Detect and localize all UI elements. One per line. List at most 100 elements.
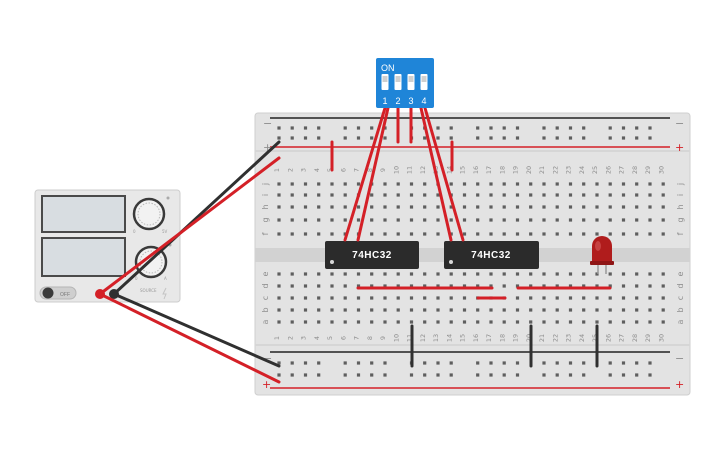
breadboard-hole[interactable] <box>529 308 533 312</box>
breadboard-hole[interactable] <box>595 232 599 236</box>
rail-hole[interactable] <box>383 361 387 365</box>
breadboard-hole[interactable] <box>555 284 559 288</box>
breadboard-hole[interactable] <box>476 205 480 209</box>
breadboard-hole[interactable] <box>330 308 334 312</box>
breadboard-hole[interactable] <box>621 272 626 276</box>
breadboard-hole[interactable] <box>476 232 480 236</box>
breadboard-hole[interactable] <box>330 182 334 186</box>
rail-hole[interactable] <box>515 126 520 130</box>
rail-hole[interactable] <box>555 126 559 130</box>
breadboard-hole[interactable] <box>595 320 599 324</box>
rail-hole[interactable] <box>555 361 559 365</box>
rail-hole[interactable] <box>370 136 374 140</box>
breadboard-hole[interactable] <box>396 232 400 236</box>
breadboard-hole[interactable] <box>555 308 559 312</box>
breadboard-hole[interactable] <box>542 218 546 222</box>
rail-hole[interactable] <box>317 361 321 365</box>
breadboard-hole[interactable] <box>343 232 347 236</box>
rail-hole[interactable] <box>502 126 506 130</box>
rail-hole[interactable] <box>317 373 321 377</box>
breadboard-hole[interactable] <box>370 232 374 236</box>
breadboard-hole[interactable] <box>515 308 520 312</box>
rail-hole[interactable] <box>608 136 612 140</box>
rail-hole[interactable] <box>476 373 480 377</box>
rail-hole[interactable] <box>370 373 374 377</box>
breadboard-hole[interactable] <box>476 182 480 186</box>
breadboard-hole[interactable] <box>515 193 520 197</box>
dip-wire-1[interactable] <box>343 106 387 242</box>
breadboard-hole[interactable] <box>489 272 493 276</box>
rail-hole[interactable] <box>515 373 520 377</box>
breadboard-hole[interactable] <box>370 320 374 324</box>
breadboard-hole[interactable] <box>462 232 467 236</box>
breadboard-hole[interactable] <box>396 308 400 312</box>
breadboard-hole[interactable] <box>277 296 281 300</box>
breadboard-hole[interactable] <box>290 218 294 222</box>
breadboard-hole[interactable] <box>648 272 652 276</box>
breadboard-hole[interactable] <box>568 218 573 222</box>
breadboard-hole[interactable] <box>290 320 294 324</box>
rail-hole[interactable] <box>648 126 652 130</box>
breadboard-hole[interactable] <box>317 284 321 288</box>
breadboard-hole[interactable] <box>449 182 453 186</box>
rail-hole[interactable] <box>290 373 294 377</box>
breadboard-hole[interactable] <box>595 205 599 209</box>
breadboard-hole[interactable] <box>462 205 467 209</box>
rail-hole[interactable] <box>621 373 626 377</box>
breadboard-hole[interactable] <box>515 218 520 222</box>
breadboard-hole[interactable] <box>396 218 400 222</box>
breadboard-hole[interactable] <box>502 320 506 324</box>
breadboard-hole[interactable] <box>568 320 573 324</box>
rail-hole[interactable] <box>383 126 387 130</box>
rail-hole[interactable] <box>356 126 361 130</box>
breadboard-hole[interactable] <box>568 284 573 288</box>
breadboard-hole[interactable] <box>396 296 400 300</box>
breadboard-hole[interactable] <box>608 182 612 186</box>
breadboard-hole[interactable] <box>436 296 440 300</box>
breadboard-hole[interactable] <box>330 272 334 276</box>
rail-hole[interactable] <box>502 136 506 140</box>
rail-hole[interactable] <box>449 136 453 140</box>
rail-hole[interactable] <box>489 361 493 365</box>
rail-hole[interactable] <box>476 136 480 140</box>
breadboard-hole[interactable] <box>436 218 440 222</box>
rail-hole[interactable] <box>555 373 559 377</box>
rail-hole[interactable] <box>568 361 573 365</box>
rail-hole[interactable] <box>303 361 308 365</box>
rail-hole[interactable] <box>423 136 427 140</box>
breadboard-hole[interactable] <box>515 296 520 300</box>
breadboard-hole[interactable] <box>409 308 414 312</box>
breadboard-hole[interactable] <box>396 284 400 288</box>
rail-hole[interactable] <box>542 126 546 130</box>
rail-hole[interactable] <box>436 373 440 377</box>
breadboard-hole[interactable] <box>277 232 281 236</box>
breadboard-hole[interactable] <box>343 308 347 312</box>
breadboard-hole[interactable] <box>370 218 374 222</box>
breadboard-hole[interactable] <box>595 182 599 186</box>
breadboard-hole[interactable] <box>582 284 586 288</box>
breadboard-hole[interactable] <box>409 193 414 197</box>
rail-hole[interactable] <box>555 136 559 140</box>
breadboard-hole[interactable] <box>356 284 361 288</box>
rail-hole[interactable] <box>449 126 453 130</box>
rail-hole[interactable] <box>303 373 308 377</box>
breadboard-hole[interactable] <box>635 296 639 300</box>
breadboard-hole[interactable] <box>436 232 440 236</box>
rail-hole[interactable] <box>317 136 321 140</box>
breadboard-hole[interactable] <box>476 218 480 222</box>
rail-hole[interactable] <box>542 361 546 365</box>
breadboard-hole[interactable] <box>542 272 546 276</box>
breadboard-hole[interactable] <box>303 182 308 186</box>
breadboard-hole[interactable] <box>635 232 639 236</box>
breadboard-hole[interactable] <box>409 272 414 276</box>
rail-hole[interactable] <box>356 361 361 365</box>
breadboard-hole[interactable] <box>462 284 467 288</box>
breadboard-hole[interactable] <box>595 284 599 288</box>
breadboard-hole[interactable] <box>476 284 480 288</box>
rail-hole[interactable] <box>277 373 281 377</box>
breadboard-hole[interactable] <box>449 232 453 236</box>
breadboard-hole[interactable] <box>635 193 639 197</box>
breadboard-hole[interactable] <box>555 218 559 222</box>
breadboard-hole[interactable] <box>489 308 493 312</box>
lead-red-bottom[interactable] <box>98 292 281 384</box>
